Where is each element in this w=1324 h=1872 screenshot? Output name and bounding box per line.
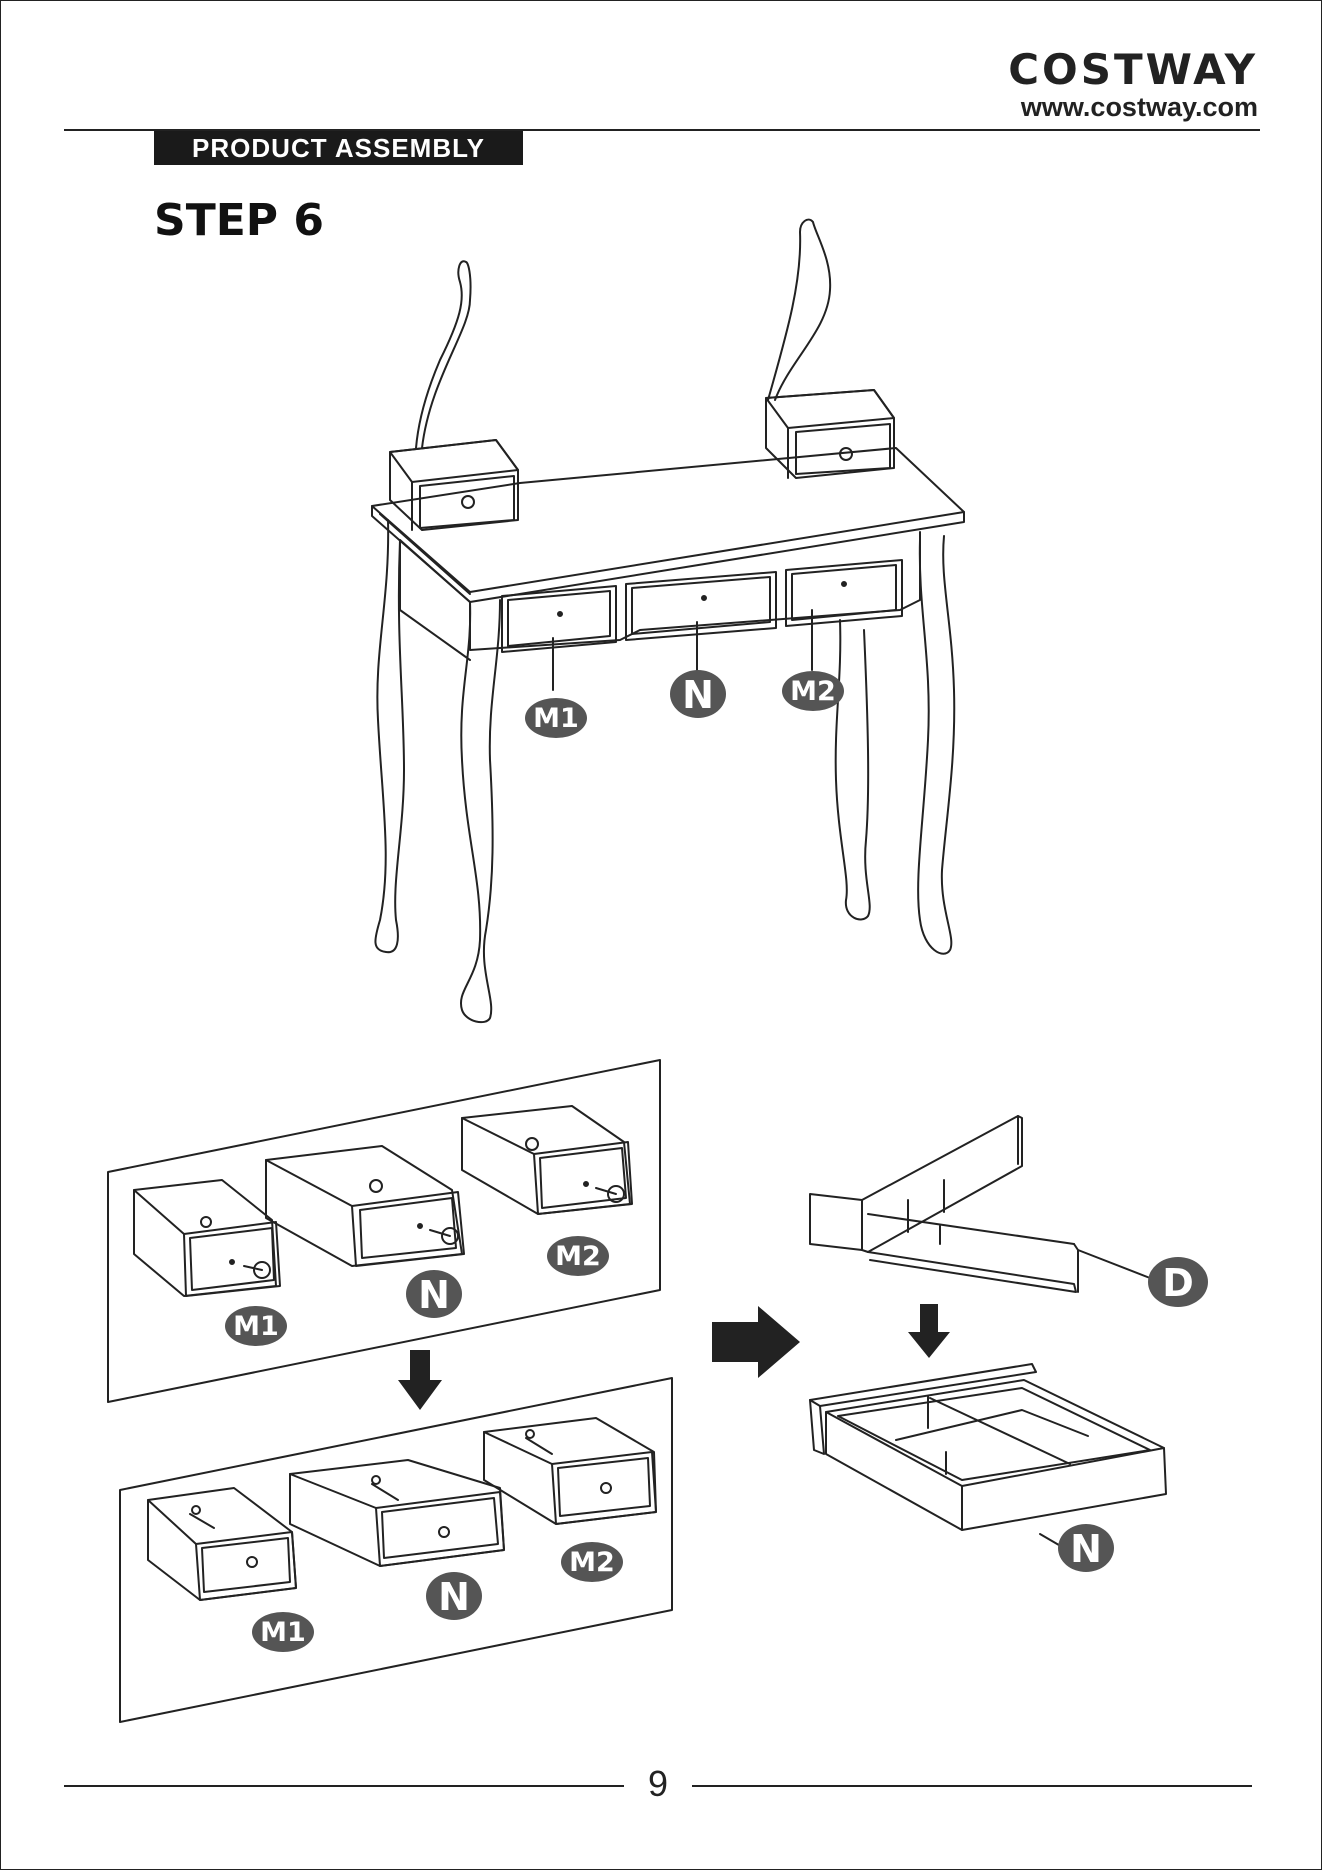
label-n-table-text: N [682,673,714,717]
footer-rule-left [64,1785,624,1787]
down-arrow-right [908,1304,950,1358]
label-m2-before-text: M2 [555,1241,601,1272]
label-n-after-text: N [438,1575,470,1619]
label-n-divided-text: N [1070,1527,1102,1571]
page-number: 9 [624,1762,692,1806]
divider-parts-drawing [810,1116,1150,1292]
drawer-with-dividers-drawing [810,1364,1166,1548]
label-d-text: D [1162,1261,1194,1305]
part-labels: M1 N M2 M1 N M2 M1 N M2 D N [225,670,1208,1652]
right-arrow [712,1306,800,1378]
label-m1-after-text: M1 [260,1617,306,1648]
label-n-before-text: N [418,1273,450,1317]
label-m1-before-text: M1 [233,1311,279,1342]
drawers-before-panel [108,1060,660,1402]
vanity-table-drawing [372,220,964,1023]
label-m2-table-text: M2 [790,676,836,707]
label-m2-after-text: M2 [569,1547,615,1578]
label-m1-table-text: M1 [533,703,579,734]
footer-rule-right [692,1785,1252,1787]
down-arrow-left [398,1350,442,1410]
